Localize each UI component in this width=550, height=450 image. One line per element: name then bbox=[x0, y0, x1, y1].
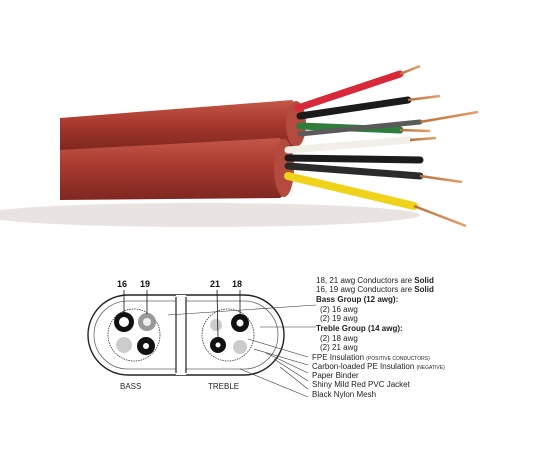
annotation-line-9: FPE Insulation (POSITIVE CONDUCTORS) bbox=[312, 353, 430, 362]
label-21: 21 bbox=[210, 279, 220, 289]
bass-label: BASS bbox=[120, 382, 141, 391]
annotation-line-7: (2) 18 awg bbox=[320, 334, 358, 343]
upper-wires bbox=[294, 64, 479, 137]
annotation-list: 18, 21 awg Conductors are Solid 16, 19 a… bbox=[312, 276, 445, 399]
annotation-line-4: (2) 16 awg bbox=[320, 305, 358, 314]
annotation-line-8: (2) 21 awg bbox=[320, 343, 358, 352]
treble-group bbox=[201, 308, 255, 362]
label-16: 16 bbox=[117, 279, 127, 289]
annotation-line-1: 18, 21 awg Conductors are Solid bbox=[316, 276, 434, 285]
cable-cross-section-diagram: 16 19 21 18 BASS TREBLE 18, 21 awg Condu… bbox=[87, 276, 445, 399]
annotation-line-3: Bass Group (12 awg): bbox=[316, 295, 398, 304]
annotation-line-12: Shiny Mild Red PVC Jacket bbox=[312, 380, 411, 389]
cable-photo bbox=[0, 64, 479, 228]
label-18: 18 bbox=[232, 279, 242, 289]
annotation-line-11: Paper Binder bbox=[312, 371, 359, 380]
annotation-line-10: Carbon-loaded PE Insulation (NEGATIVE) bbox=[312, 362, 445, 371]
annotation-line-5: (2) 19 awg bbox=[320, 314, 358, 323]
annotation-line-6: Treble Group (14 awg): bbox=[316, 324, 403, 333]
annotation-line-2: 16, 19 awg Conductors are Solid bbox=[316, 285, 434, 294]
label-19: 19 bbox=[140, 279, 150, 289]
annotation-line-13: Black Nylon Mesh bbox=[312, 390, 376, 399]
cable-shadow bbox=[0, 203, 420, 227]
lower-wires bbox=[284, 136, 478, 228]
leader-lines bbox=[167, 304, 317, 398]
lower-cable bbox=[60, 138, 294, 200]
treble-label: TREBLE bbox=[208, 382, 239, 391]
bass-group bbox=[107, 308, 161, 362]
